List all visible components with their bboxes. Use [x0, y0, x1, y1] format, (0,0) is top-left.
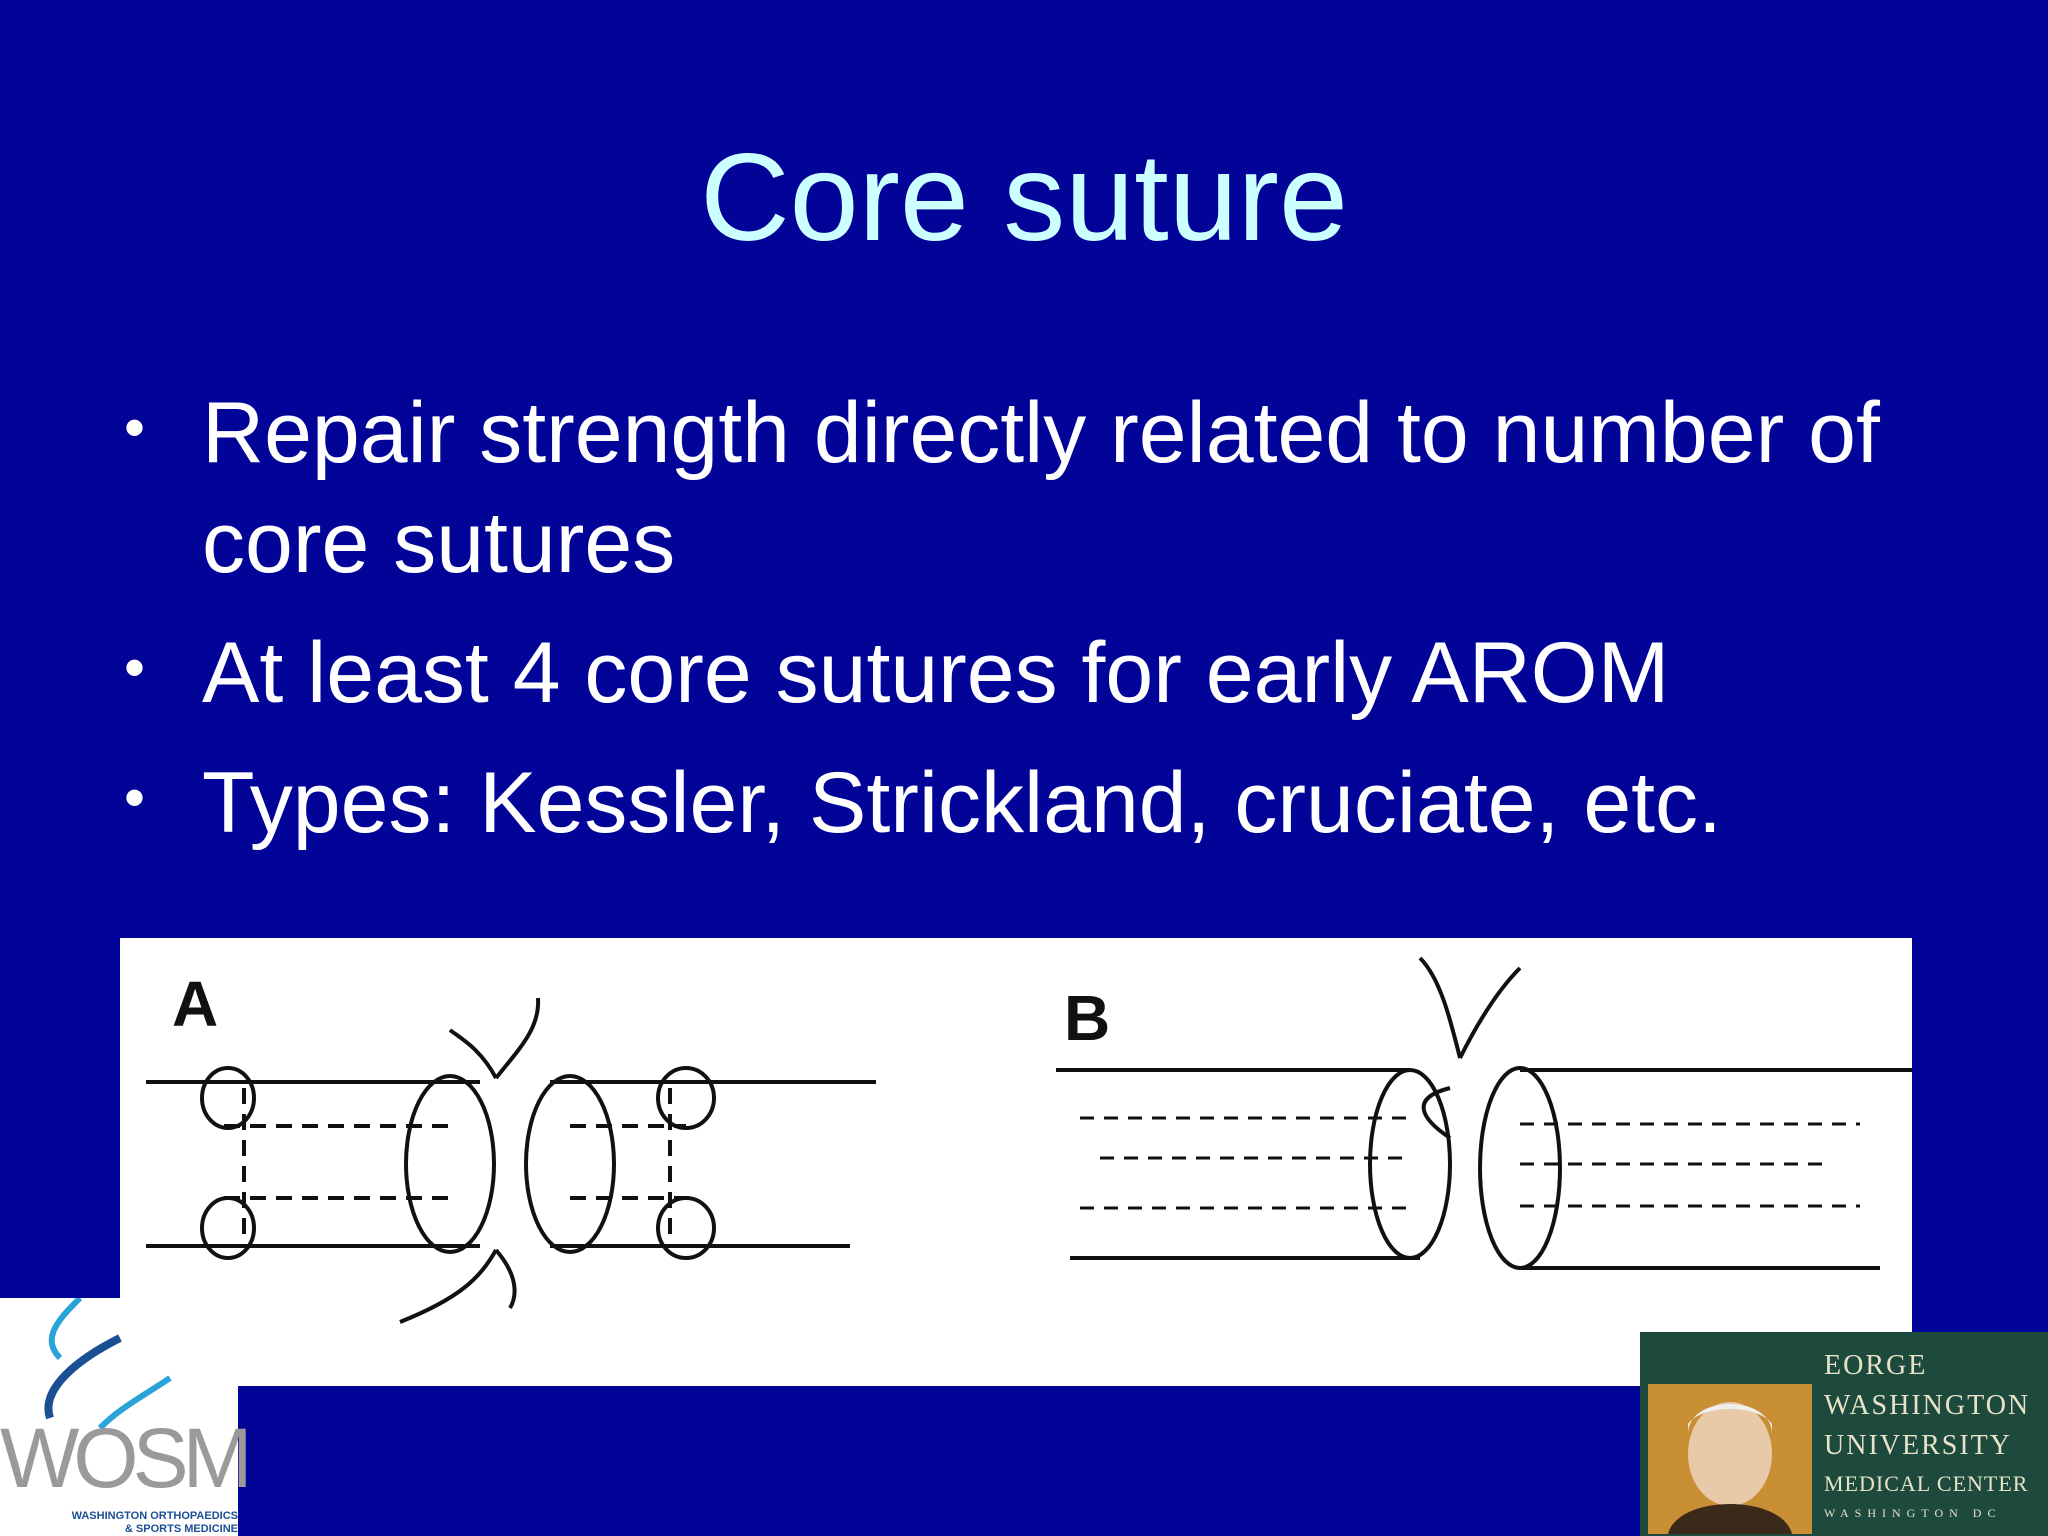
bullet-text: Repair strength directly related to numb…	[202, 385, 1880, 591]
wosm-subtitle-line: & SPORTS MEDICINE	[124, 1523, 238, 1535]
suture-diagram-svg: A B	[146, 956, 1912, 1324]
wosm-subtitle-line: WASHINGTON ORTHOPAEDICS	[71, 1510, 238, 1522]
portrait-icon	[1648, 1384, 1812, 1534]
bullet-dot-icon: •	[124, 394, 146, 461]
gw-logo-line: MEDICAL CENTER	[1824, 1471, 2029, 1496]
bullet-text: Types: Kessler, Strickland, cruciate, et…	[202, 755, 1722, 851]
gw-logo-line: EORGE	[1824, 1350, 1928, 1381]
panel-a-label: A	[172, 968, 218, 1040]
wosm-wordmark: WOSM	[0, 1411, 253, 1505]
gw-logo-line: WASHINGTON DC	[1824, 1506, 2002, 1520]
bullet-dot-icon: •	[124, 634, 146, 701]
panel-b-label: B	[1064, 982, 1110, 1054]
slide-title: Core suture	[700, 129, 1348, 267]
bullet-item: • At least 4 core sutures for early AROM	[120, 618, 1940, 728]
panel-b-drawing	[1056, 956, 1912, 1270]
gw-logo-line: UNIVERSITY	[1824, 1430, 2012, 1461]
bullet-list: • Repair strength directly related to nu…	[120, 378, 1940, 878]
gw-medical-center-logo: EORGE WASHINGTON UNIVERSITY MEDICAL CENT…	[1640, 1332, 2048, 1536]
wosm-logo: WOSM WASHINGTON ORTHOPAEDICS & SPORTS ME…	[0, 1298, 253, 1536]
wosm-subtitle: WASHINGTON ORTHOPAEDICS & SPORTS MEDICIN…	[30, 1510, 238, 1536]
gw-logo-line: WASHINGTON	[1824, 1390, 2031, 1421]
bullet-item: • Types: Kessler, Strickland, cruciate, …	[120, 748, 1940, 858]
wosm-swoosh-icon	[44, 1298, 172, 1431]
gw-logo-text: EORGE WASHINGTON UNIVERSITY MEDICAL CENT…	[1824, 1346, 2048, 1524]
bullet-text: At least 4 core sutures for early AROM	[202, 625, 1670, 721]
suture-diagram: A B	[120, 938, 1912, 1386]
bullet-item: • Repair strength directly related to nu…	[120, 378, 1940, 598]
panel-a-drawing	[146, 997, 876, 1324]
bullet-dot-icon: •	[124, 764, 146, 831]
